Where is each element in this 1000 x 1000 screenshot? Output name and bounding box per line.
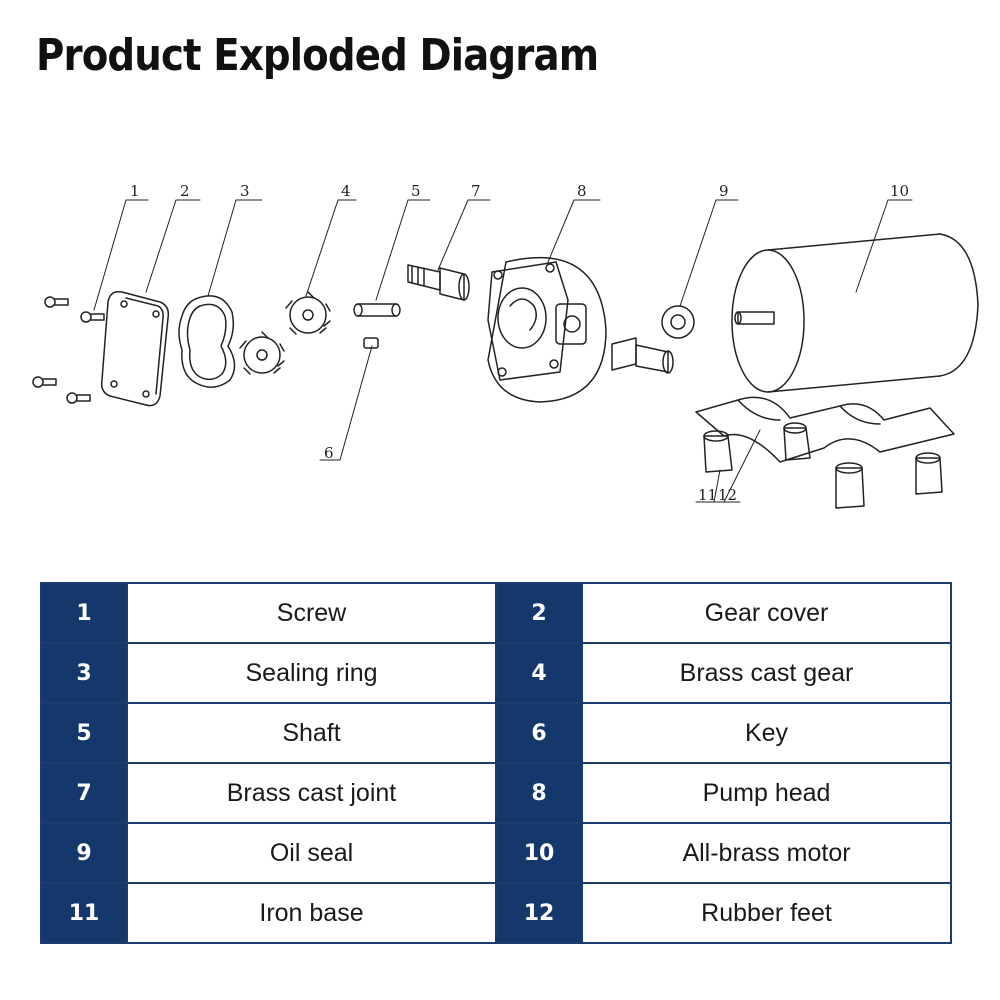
- callout-6: 6: [324, 444, 334, 462]
- part-name: Rubber feet: [581, 882, 952, 944]
- part-number: 12: [495, 882, 583, 944]
- base-illustration: [695, 396, 955, 463]
- part-name: Brass cast gear: [581, 642, 952, 704]
- part-number: 1: [40, 582, 128, 644]
- part-number: 8: [495, 762, 583, 824]
- part-name: Oil seal: [126, 822, 497, 884]
- callout-labels: 1 2 3 4 5 6 7 8 9 10 11 12: [130, 182, 909, 504]
- part-number: 7: [40, 762, 128, 824]
- callout-2: 2: [180, 182, 190, 200]
- table-row: 5 Shaft 6 Key: [40, 702, 952, 764]
- callout-3: 3: [240, 182, 250, 200]
- table-row: 7 Brass cast joint 8 Pump head: [40, 762, 952, 824]
- parts-table: 1 Screw 2 Gear cover 3 Sealing ring 4 Br…: [40, 582, 952, 944]
- callout-1: 1: [130, 182, 140, 200]
- leader-lines: [93, 199, 913, 503]
- rubber-feet-illustration: [703, 422, 943, 509]
- key-illustration: [363, 337, 379, 349]
- motor-illustration: [731, 233, 979, 393]
- callout-4: 4: [341, 182, 351, 200]
- callout-8: 8: [577, 182, 587, 200]
- oil-seal-illustration: [661, 305, 695, 339]
- part-name: Screw: [126, 582, 497, 644]
- part-number: 4: [495, 642, 583, 704]
- part-number: 3: [40, 642, 128, 704]
- table-row: 1 Screw 2 Gear cover: [40, 582, 952, 644]
- part-number: 2: [495, 582, 583, 644]
- part-number: 10: [495, 822, 583, 884]
- part-name: All-brass motor: [581, 822, 952, 884]
- callout-9: 9: [719, 182, 729, 200]
- part-number: 5: [40, 702, 128, 764]
- gears-illustration: [239, 291, 331, 375]
- part-name: Sealing ring: [126, 642, 497, 704]
- part-number: 6: [495, 702, 583, 764]
- part-name: Pump head: [581, 762, 952, 824]
- table-row: 11 Iron base 12 Rubber feet: [40, 882, 952, 944]
- part-number: 9: [40, 822, 128, 884]
- brass-joint-illustration: [407, 264, 674, 374]
- exploded-diagram: 1 2 3 4 5 6 7 8 9 10 11 12: [32, 182, 979, 509]
- callout-7: 7: [471, 182, 481, 200]
- callout-11: 11: [698, 486, 717, 504]
- sealing-ring-illustration: [178, 295, 236, 388]
- part-number: 11: [40, 882, 128, 944]
- screws-illustration: [32, 296, 105, 404]
- page-title: Product Exploded Diagram: [36, 30, 599, 81]
- pump-head-illustration: [487, 257, 607, 403]
- callout-12: 12: [718, 486, 737, 504]
- part-name: Key: [581, 702, 952, 764]
- part-name: Gear cover: [581, 582, 952, 644]
- table-row: 3 Sealing ring 4 Brass cast gear: [40, 642, 952, 704]
- table-row: 9 Oil seal 10 All-brass motor: [40, 822, 952, 884]
- part-name: Iron base: [126, 882, 497, 944]
- part-name: Brass cast joint: [126, 762, 497, 824]
- shaft-illustration: [353, 303, 401, 317]
- part-name: Shaft: [126, 702, 497, 764]
- gear-cover-illustration: [100, 290, 170, 407]
- callout-10: 10: [890, 182, 909, 200]
- callout-5: 5: [411, 182, 421, 200]
